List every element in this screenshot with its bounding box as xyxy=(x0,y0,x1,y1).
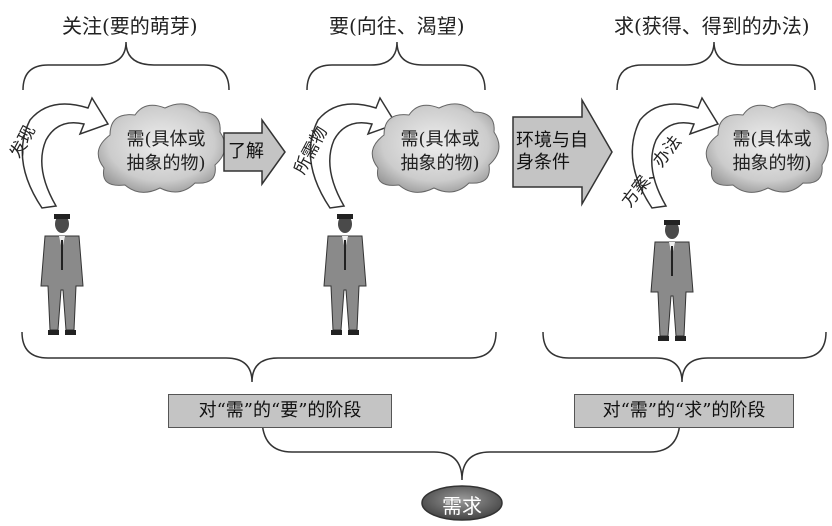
top-brace-3 xyxy=(616,41,816,91)
transition-arrow-2 xyxy=(512,97,613,207)
cloud-text-2: 需(具体或 抽象的物) xyxy=(386,128,494,176)
cloud-line-2: 抽象的物) xyxy=(732,153,812,174)
phase-box-left: 对“需”的“要”的阶段 xyxy=(168,394,392,428)
stage-title-1: 关注(要的萌芽) xyxy=(62,14,198,38)
person-3 xyxy=(650,219,694,342)
stage-title-3: 求(获得、得到的办法) xyxy=(614,14,810,38)
top-brace-2 xyxy=(306,41,486,91)
top-brace-1 xyxy=(22,41,230,91)
final-label: 需求 xyxy=(442,494,482,518)
curve-arrow-3 xyxy=(631,96,720,209)
cloud-3 xyxy=(705,103,829,193)
person-2 xyxy=(323,213,367,336)
cloud-text-3: 需(具体或 抽象的物) xyxy=(718,128,826,176)
transition-line-1: 环境与自 xyxy=(516,130,588,151)
final-brace xyxy=(261,417,681,481)
transition-label-1: 了解 xyxy=(228,141,264,163)
person-1 xyxy=(40,213,84,336)
cloud-line-2: 抽象的物) xyxy=(126,153,206,174)
cloud-text-1: 需(具体或 抽象的物) xyxy=(112,128,220,176)
cloud-line-2: 抽象的物) xyxy=(400,153,480,174)
cloud-1 xyxy=(97,103,226,193)
cloud-line-1: 需(具体或 xyxy=(126,129,206,150)
cloud-2 xyxy=(371,103,500,193)
transition-line-1: 了解 xyxy=(228,141,264,162)
curve-arrow-2 xyxy=(309,96,398,209)
transition-label-2: 环境与自 身条件 xyxy=(516,130,588,174)
phase-box-right: 对“需”的“求”的阶段 xyxy=(574,394,794,428)
curve-arrow-1 xyxy=(21,96,110,209)
cloud-line-1: 需(具体或 xyxy=(400,129,480,150)
bottom-brace-left xyxy=(21,331,497,383)
cloud-line-1: 需(具体或 xyxy=(732,129,812,150)
transition-arrow-1 xyxy=(223,117,286,187)
final-oval xyxy=(421,485,503,521)
stage-title-2: 要(向往、渴望) xyxy=(329,14,465,38)
transition-line-2: 身条件 xyxy=(516,152,570,173)
bottom-brace-right xyxy=(542,331,827,383)
